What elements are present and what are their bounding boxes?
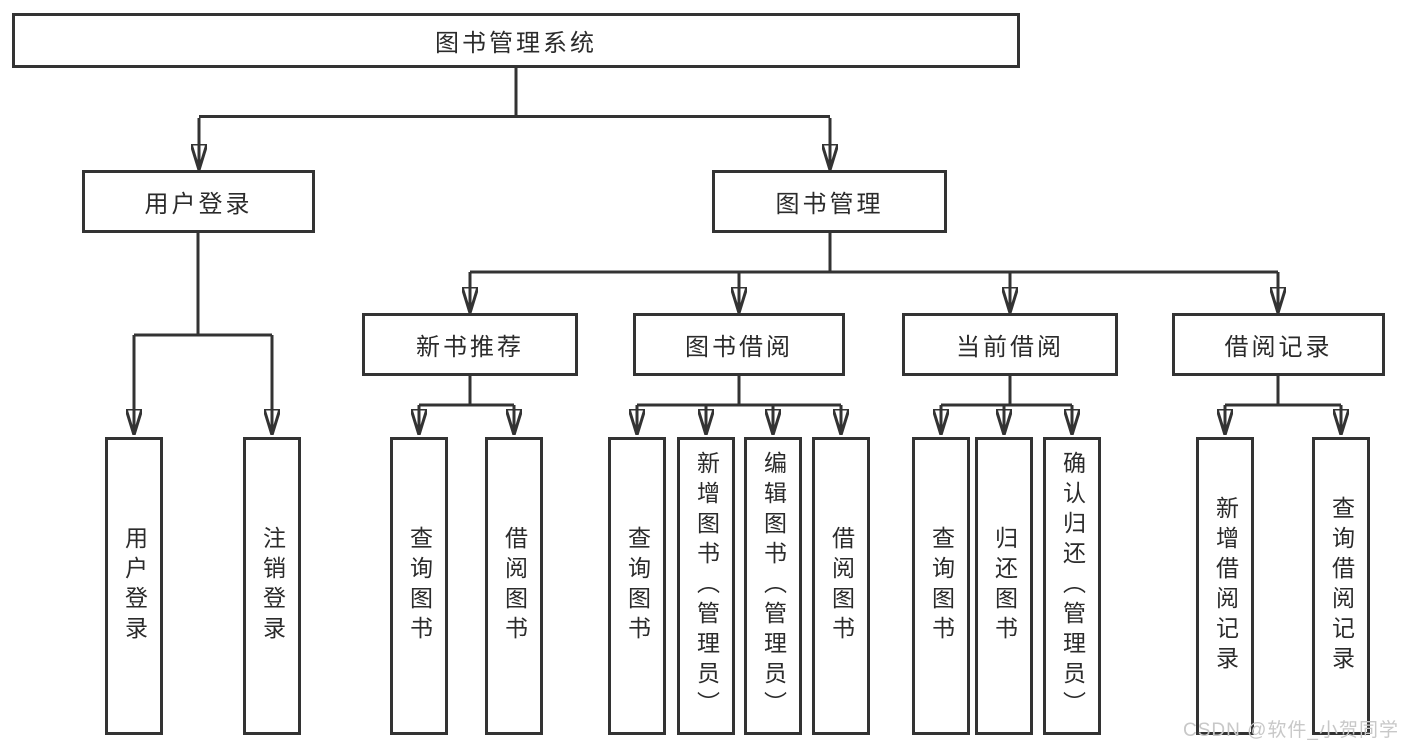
node-label: 借阅图书: [501, 526, 528, 646]
leaf-query-books-borrow: 查询图书: [608, 437, 666, 735]
node-current-borrow: 当前借阅: [902, 313, 1118, 376]
node-label: 图书管理系统: [435, 30, 597, 57]
node-label: 用户登录: [144, 191, 253, 218]
node-label: 归还图书: [991, 526, 1018, 646]
leaf-return-books: 归还图书: [975, 437, 1033, 735]
leaf-add-books-admin: 新增图书（管理员）: [677, 437, 735, 735]
node-label: 确认归还（管理员）: [1059, 451, 1086, 721]
leaf-user-login: 用户登录: [105, 437, 163, 735]
node-label: 查询图书: [928, 526, 955, 646]
leaf-add-borrow-record: 新增借阅记录: [1196, 437, 1254, 735]
leaf-confirm-return-admin: 确认归还（管理员）: [1043, 437, 1101, 735]
node-book-borrow: 图书借阅: [633, 313, 845, 376]
node-user-login: 用户登录: [82, 170, 315, 233]
leaf-logout: 注销登录: [243, 437, 301, 735]
node-label: 图书借阅: [685, 334, 793, 361]
leaf-query-books-recommend: 查询图书: [390, 437, 448, 735]
node-label: 新增图书（管理员）: [693, 451, 720, 721]
node-label: 借阅图书: [828, 526, 855, 646]
leaf-borrow-books: 借阅图书: [812, 437, 870, 735]
node-label: 图书管理: [775, 191, 884, 218]
node-label: 新增借阅记录: [1212, 496, 1239, 676]
node-label: 查询借阅记录: [1328, 496, 1355, 676]
node-book-management: 图书管理: [712, 170, 947, 233]
node-label: 编辑图书（管理员）: [760, 451, 787, 721]
node-borrow-records: 借阅记录: [1172, 313, 1385, 376]
node-label: 查询图书: [406, 526, 433, 646]
leaf-edit-books-admin: 编辑图书（管理员）: [744, 437, 802, 735]
node-label: 新书推荐: [416, 334, 524, 361]
node-library-management-system: 图书管理系统: [12, 13, 1020, 68]
csdn-watermark: CSDN @软件_小贺同学: [1183, 720, 1399, 741]
leaf-query-books-current: 查询图书: [912, 437, 970, 735]
leaf-query-borrow-record: 查询借阅记录: [1312, 437, 1370, 735]
node-label: 注销登录: [259, 526, 286, 646]
node-label: 用户登录: [121, 526, 148, 646]
node-label: 查询图书: [624, 526, 651, 646]
node-label: 当前借阅: [956, 334, 1064, 361]
node-label: 借阅记录: [1224, 334, 1333, 361]
leaf-borrow-books-recommend: 借阅图书: [485, 437, 543, 735]
node-new-book-recommend: 新书推荐: [362, 313, 578, 376]
